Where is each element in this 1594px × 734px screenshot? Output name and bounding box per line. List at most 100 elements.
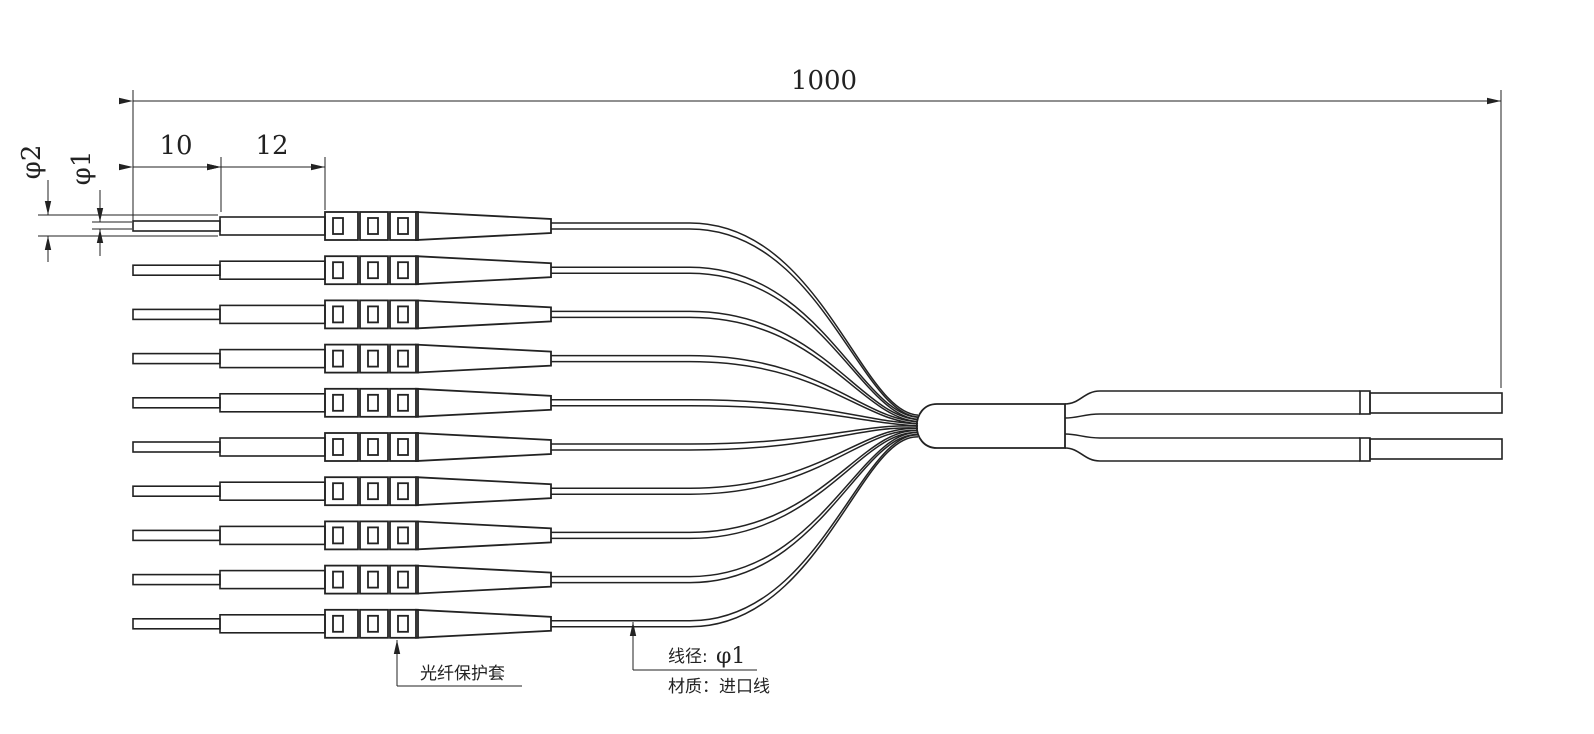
fiber-crimp (389, 211, 419, 241)
fiber-sleeve (219, 392, 326, 413)
fiber-crimp (359, 564, 389, 595)
fiber-crimp (389, 299, 419, 330)
total-length-label: 1000 (791, 66, 857, 96)
fiber-crimp-slot (367, 393, 379, 412)
fiber-ferrule (132, 485, 221, 498)
fiber-crimp (359, 432, 389, 462)
fiber-crimp (324, 255, 359, 286)
fiber-ferrule (132, 573, 221, 586)
sleeve-length-label: 12 (255, 131, 288, 161)
fiber-crimp-slot (397, 393, 409, 412)
fiber-crimp-slot (397, 526, 409, 545)
fiber-crimp-slot (367, 438, 379, 456)
leader-protective-sleeve: 光纤保护套 (393, 640, 522, 687)
fiber-sleeve (219, 304, 326, 325)
leader-wire-spec: 线径: φ1 材质：进口线 (629, 622, 770, 697)
fiber-ferrule (132, 264, 221, 277)
fiber-crimp-slot (397, 349, 409, 368)
fiber-sleeve (219, 437, 326, 457)
ferrule-length-label: 10 (159, 131, 192, 161)
wire-diameter-value: φ1 (716, 644, 745, 669)
fiber-crimp-slot (367, 526, 379, 545)
bundle-body (915, 390, 1503, 462)
fiber-sleeve (219, 348, 326, 369)
fiber-crimp (324, 564, 359, 595)
fiber-crimp (359, 343, 389, 374)
fiber-crimp (359, 255, 389, 286)
fiber-crimp-slot (397, 438, 409, 456)
fiber-crimp (359, 476, 389, 507)
fiber-crimp (389, 255, 419, 286)
fiber-crimp (324, 432, 359, 462)
fiber-line (551, 427, 919, 451)
fiber-boot (415, 211, 552, 241)
fiber-boot (415, 432, 552, 462)
fiber-line (551, 399, 919, 425)
fiber-crimp (389, 564, 419, 595)
fiber-crimp (359, 299, 389, 330)
fiber-line (551, 434, 919, 622)
fiber-line (551, 433, 919, 584)
fiber-boot (415, 520, 552, 551)
fiber-ferrule (132, 308, 221, 321)
fiber-ferrule (132, 617, 221, 630)
fiber-crimp (324, 520, 359, 551)
fiber-line (551, 310, 919, 421)
fiber-ferrule (132, 441, 221, 453)
fiber-crimp-slot (367, 305, 379, 324)
fiber-boot (415, 255, 552, 286)
fiber-crimp (389, 608, 419, 639)
fiber-line (551, 272, 919, 421)
fiber-crimp-slot (367, 261, 379, 280)
fiber-crimp-slot (332, 393, 344, 412)
fiber-line (551, 405, 919, 427)
fiber-crimp (324, 387, 359, 418)
fiber-sleeve (219, 569, 326, 590)
fiber-boot (415, 387, 552, 418)
fiber-sleeve (219, 260, 326, 281)
fiber-crimp-slot (397, 482, 409, 501)
fiber-crimp (389, 432, 419, 462)
fiber-line (551, 431, 919, 540)
fiber-crimp-slot (397, 570, 409, 589)
fiber-crimp (359, 387, 389, 418)
fiber-line (551, 436, 919, 628)
fiber-line (551, 429, 919, 495)
dimension-diameters: φ2 φ1 (17, 145, 218, 262)
fiber-line (551, 427, 919, 489)
fiber-crimp-slot (367, 614, 379, 633)
fiber-line (551, 222, 919, 416)
fiber-boot (415, 299, 552, 330)
fiber-line (551, 431, 919, 578)
outer-diameter-label: φ2 (17, 145, 47, 180)
fiber-crimp (359, 211, 389, 241)
inner-diameter-label: φ1 (67, 151, 97, 186)
fiber-line (551, 425, 919, 445)
fiber-crimp-slot (332, 526, 344, 545)
fiber-crimp (324, 476, 359, 507)
fiber-crimp-slot (367, 349, 379, 368)
fiber-crimp-slot (397, 261, 409, 280)
fiber-sleeve (219, 525, 326, 546)
dimension-total-length: 1000 (119, 66, 1502, 388)
fiber-crimp (389, 387, 419, 418)
fiber-boot (415, 608, 552, 639)
fiber-crimp-slot (332, 305, 344, 324)
fiber-boot (415, 564, 552, 595)
fiber-crimp (324, 343, 359, 374)
fiber-crimp (389, 476, 419, 507)
material-label: 材质：进口线 (668, 677, 770, 697)
fiber-crimp-slot (332, 570, 344, 589)
fiber-crimp (359, 520, 389, 551)
fiber-crimp-slot (367, 217, 379, 235)
fiber-ferrule (132, 220, 221, 232)
fiber-line (551, 228, 919, 418)
fiber-crimp-slot (332, 349, 344, 368)
fiber-crimp-slot (367, 482, 379, 501)
fiber-crimp-slot (332, 614, 344, 633)
fiber-crimp (324, 299, 359, 330)
fiber-boot (415, 343, 552, 374)
fiber-line (551, 316, 919, 423)
